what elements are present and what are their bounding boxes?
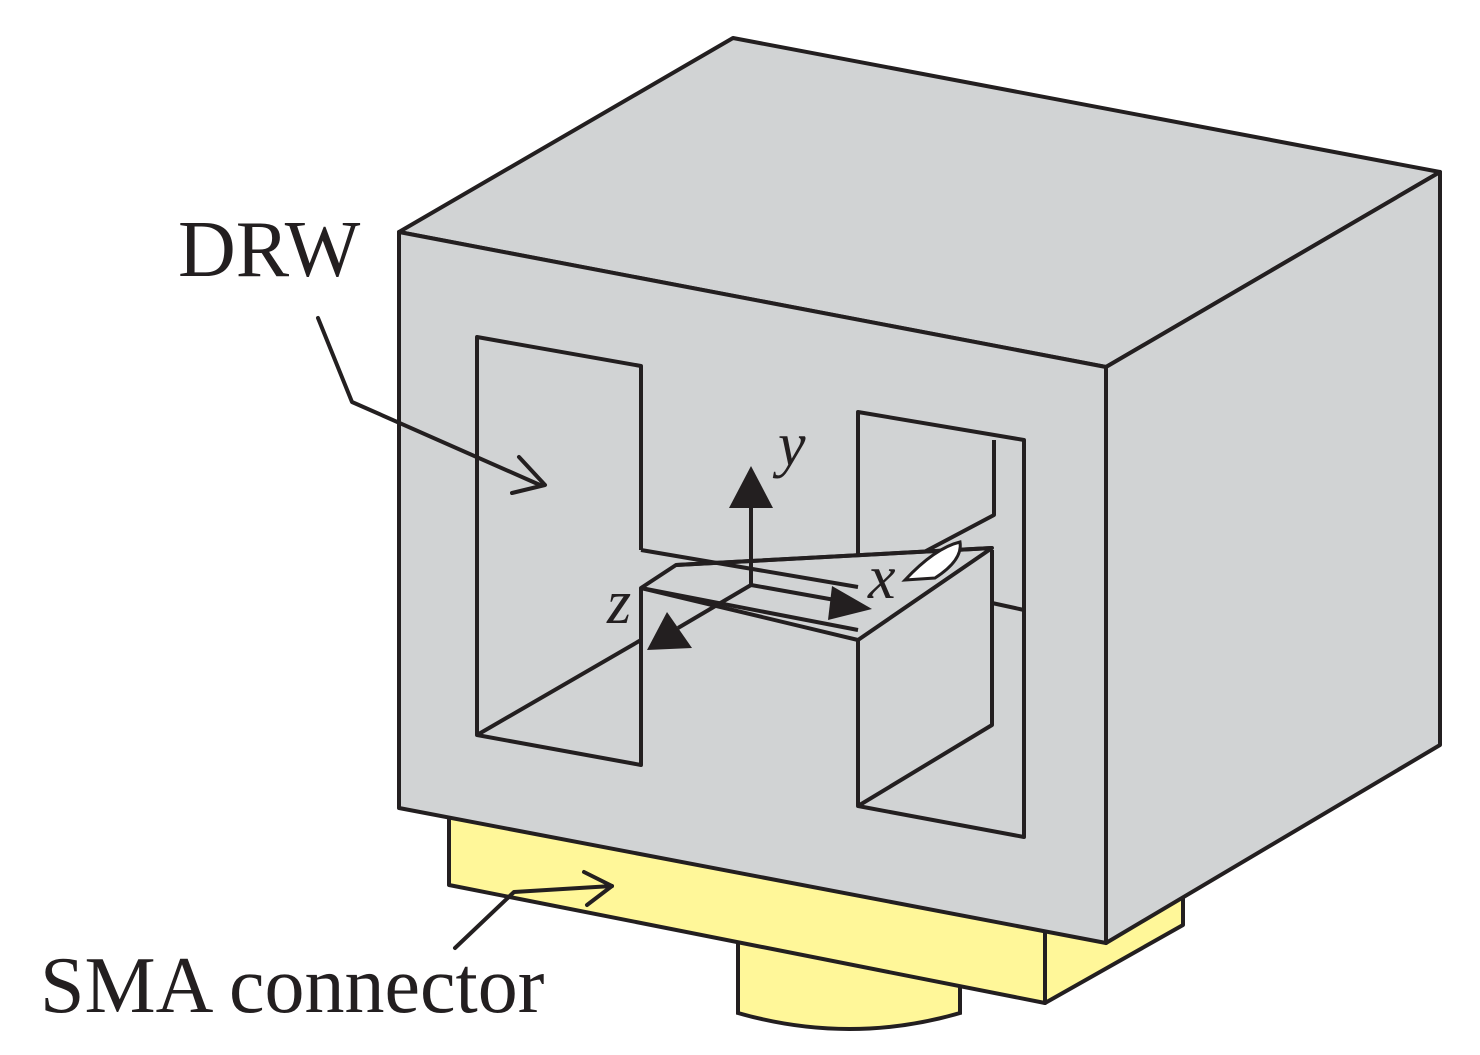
drw-label: DRW	[178, 206, 361, 294]
sma-callout-arrow	[453, 870, 614, 950]
x-axis-arrowhead	[828, 586, 872, 620]
y-axis-arrowhead	[729, 466, 773, 508]
x-axis-label: x	[867, 544, 896, 612]
probe-hole	[901, 540, 962, 582]
y-axis-label: y	[772, 411, 806, 479]
front-cutout	[475, 335, 1026, 839]
drw-callout-arrow	[316, 316, 547, 495]
z-axis-label: z	[606, 569, 631, 637]
z-axis-arrowhead	[647, 612, 692, 650]
coordinate-axes	[647, 466, 872, 650]
x-axis-line	[750, 583, 836, 602]
z-axis-line	[676, 583, 753, 630]
sma-connector-label: SMA connector	[40, 942, 544, 1030]
